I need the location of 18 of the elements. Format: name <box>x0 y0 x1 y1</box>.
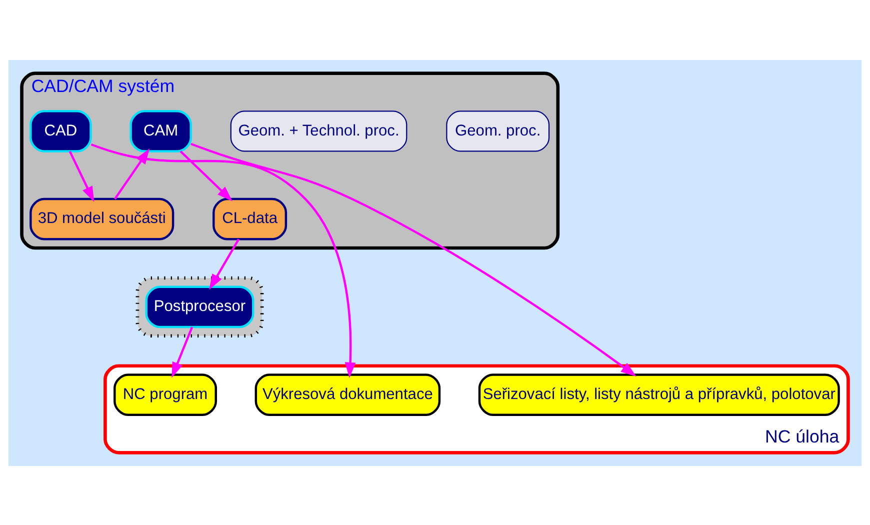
node-box: CAD <box>30 110 92 152</box>
node-box: NC program <box>114 373 217 416</box>
node-box: CL-data <box>212 197 288 240</box>
node-box: Seřizovací listy, listy nástrojů a přípravků, polotovar <box>478 373 840 416</box>
arrow <box>209 238 240 290</box>
node-box: Geom. proc. <box>446 110 550 152</box>
arrow <box>172 326 194 378</box>
arrow <box>68 150 94 202</box>
arrow <box>114 148 150 200</box>
node-box: Výkresová dokumentace <box>254 373 441 416</box>
cluster <box>136 276 264 338</box>
arrow <box>180 150 233 201</box>
arrow <box>190 142 636 376</box>
node-box: Geom. + Technol. proc. <box>230 110 408 152</box>
node-box: 3D model součásti <box>30 197 174 240</box>
node-box: CAM <box>130 110 192 152</box>
arrow <box>90 142 356 378</box>
node-box: Postprocesor <box>145 285 254 328</box>
